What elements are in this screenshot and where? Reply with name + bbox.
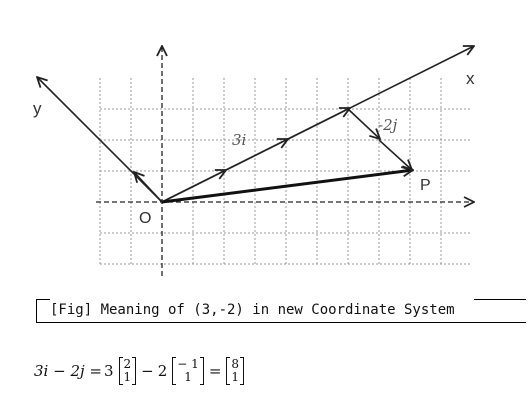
grid [99,78,470,266]
vector-equation: 3i − 2j = 3 2 1 − 2 − 1 1 = 8 1 [34,347,247,395]
figure-caption-box: [Fig] Meaning of (3,-2) in new Coordinat… [36,299,526,323]
caption-bracket-left [36,299,37,323]
matrix-j-bottom: 1 [184,370,192,384]
j-basis-vector [134,172,163,203]
matrix-i: 2 1 [118,357,137,385]
matrix-j-top: − 1 [177,357,199,371]
minus-j-step-1 [347,108,380,139]
vector-3i-label: 3i [232,131,247,149]
y-prime-label: y [33,99,42,118]
equals-sign: = [208,362,222,380]
i-step-3 [285,108,350,141]
matrix-j: − 1 1 [172,357,204,385]
matrix-result-top: 8 [231,357,240,371]
minus-j-step-2 [378,139,412,170]
caption-underline [36,322,526,323]
coefficient-2: 2 [157,362,168,380]
resultant-vector-op [161,170,413,204]
i-step-2 [223,139,288,172]
equation-lhs: 3i − 2j = [34,362,102,380]
vector-minus-2j-label: -2j [378,116,398,134]
minus-sign: − [141,362,154,380]
matrix-i-top: 2 [123,357,132,371]
matrix-i-bottom: 1 [123,370,132,384]
point-p-label: P [420,177,431,194]
origin-label: O [139,210,151,227]
matrix-result: 8 1 [226,357,245,385]
standard-axes [96,46,474,276]
caption-rule-right [474,299,526,300]
i-step-1 [161,170,226,203]
x-prime-label: x [466,69,475,88]
matrix-result-bottom: 1 [231,370,240,384]
caption-bracket-top [36,299,50,300]
coordinate-diagram: y x O 3i -2j P [33,0,529,276]
figure-caption: [Fig] Meaning of (3,-2) in new Coordinat… [50,302,455,318]
coefficient-3: 3 [103,362,114,380]
